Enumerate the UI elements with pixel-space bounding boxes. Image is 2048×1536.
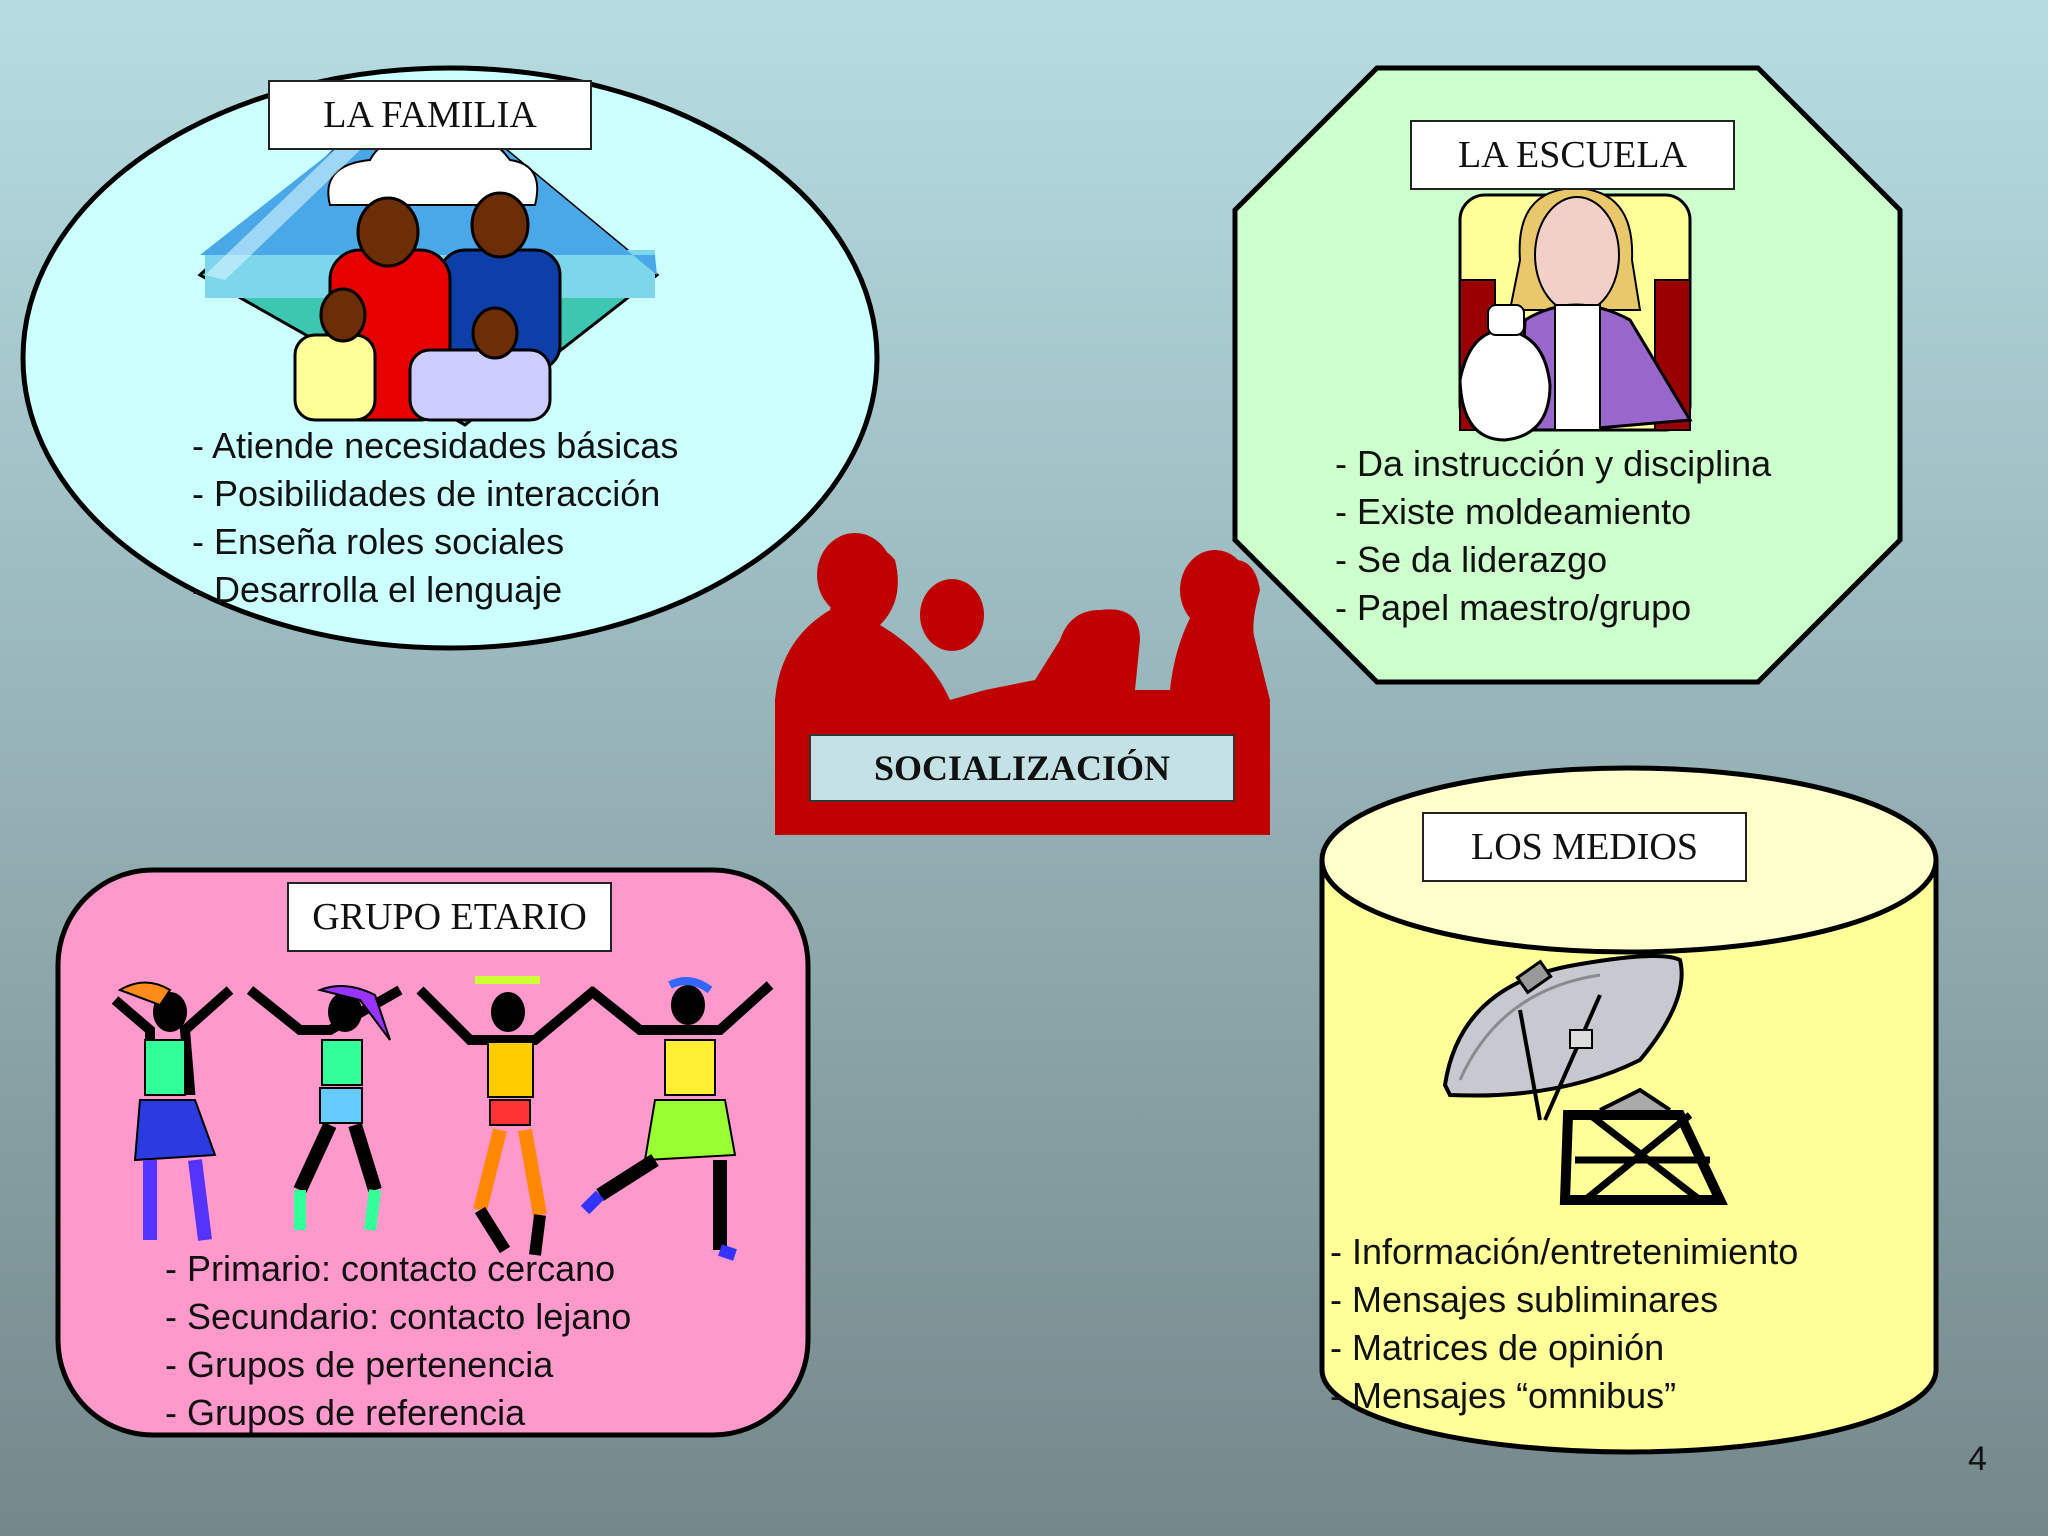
escuela-list: - Da instrucción y disciplina - Existe m… <box>1335 440 1771 632</box>
list-item: - Matrices de opinión <box>1330 1327 1665 1368</box>
list-item: - Secundario: contacto lejano <box>165 1296 632 1337</box>
medios-title: LOS MEDIOS <box>1422 812 1747 882</box>
escuela-title: LA ESCUELA <box>1410 120 1735 190</box>
page-number: 4 <box>1968 1440 1987 1478</box>
list-item: - Da instrucción y disciplina <box>1335 443 1772 484</box>
satellite-dish-icon <box>1442 954 1728 1205</box>
teacher-clipart-icon <box>1458 186 1693 442</box>
list-item: - Enseña roles sociales <box>192 521 565 562</box>
list-item: - Mensajes subliminares <box>1330 1279 1719 1320</box>
list-item: - Primario: contacto cercano <box>165 1248 616 1289</box>
list-item: - Posibilidades de interacción <box>192 473 661 514</box>
socializacion-label: SOCIALIZACIÓN <box>809 734 1235 802</box>
grupo-list: - Primario: contacto cercano - Secundari… <box>165 1245 631 1437</box>
grupo-title: GRUPO ETARIO <box>287 882 612 952</box>
list-item: - Grupos de pertenencia <box>165 1344 554 1385</box>
medios-shape <box>1319 765 1939 1455</box>
dancers-clipart-icon <box>111 976 774 1261</box>
list-item: - Grupos de referencia <box>165 1392 526 1433</box>
familia-list: - Atiende necesidades básicas - Posibili… <box>192 422 678 614</box>
list-item: - Existe moldeamiento <box>1335 491 1692 532</box>
list-item: - Se da liderazgo <box>1335 539 1608 580</box>
list-item: - Información/entretenimiento <box>1330 1231 1799 1272</box>
list-item: - Desarrolla el lenguaje <box>192 569 563 610</box>
medios-list: - Información/entretenimiento - Mensajes… <box>1330 1228 1798 1420</box>
list-item: - Mensajes “omnibus” <box>1330 1375 1677 1416</box>
list-item: - Atiende necesidades básicas <box>192 425 679 466</box>
familia-title: LA FAMILIA <box>268 80 592 150</box>
list-item: - Papel maestro/grupo <box>1335 587 1692 628</box>
